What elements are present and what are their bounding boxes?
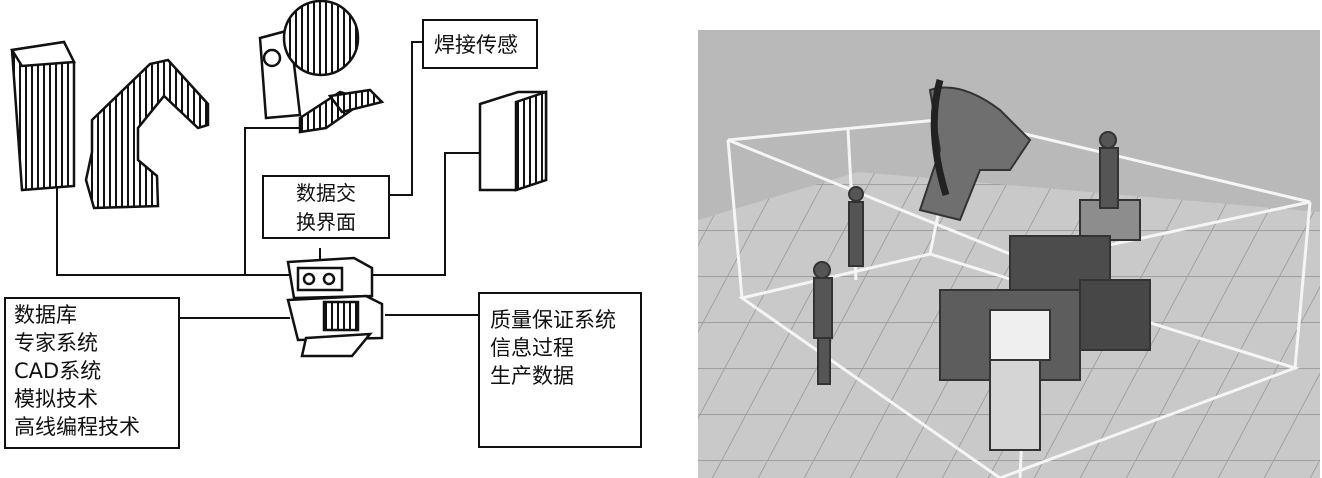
quality-panel: 质量保证系统 信息过程 生产数据 [478, 292, 642, 448]
quality-item: 质量保证系统 [490, 308, 616, 332]
weld-sensor-label: 焊接传感 [422, 19, 538, 69]
database-item: 高线编程技术 [14, 415, 140, 439]
database-item: 专家系统 [14, 331, 98, 355]
data-exchange-label: 数据交 换界面 [262, 175, 390, 239]
quality-item: 信息过程 [490, 336, 574, 360]
robot-arm-icon [84, 58, 210, 210]
database-panel: 数据库 专家系统 CAD系统 模拟技术 高线编程技术 [4, 297, 180, 449]
data-exchange-line-1: 数据交 [296, 181, 356, 205]
computer-workstation-icon [286, 256, 384, 358]
connector-lines [56, 41, 484, 319]
welding-positioner-icon [258, 0, 385, 134]
weld-sensor-text: 焊接传感 [434, 33, 518, 57]
quality-item: 生产数据 [490, 364, 574, 388]
database-item: 模拟技术 [14, 387, 98, 411]
database-item: CAD系统 [14, 359, 102, 383]
data-exchange-line-2: 换界面 [296, 210, 356, 234]
database-cabinet-icon [9, 40, 76, 192]
workcell-photo [698, 30, 1320, 478]
sensor-cabinet-icon [478, 90, 548, 192]
database-item: 数据库 [14, 303, 77, 327]
